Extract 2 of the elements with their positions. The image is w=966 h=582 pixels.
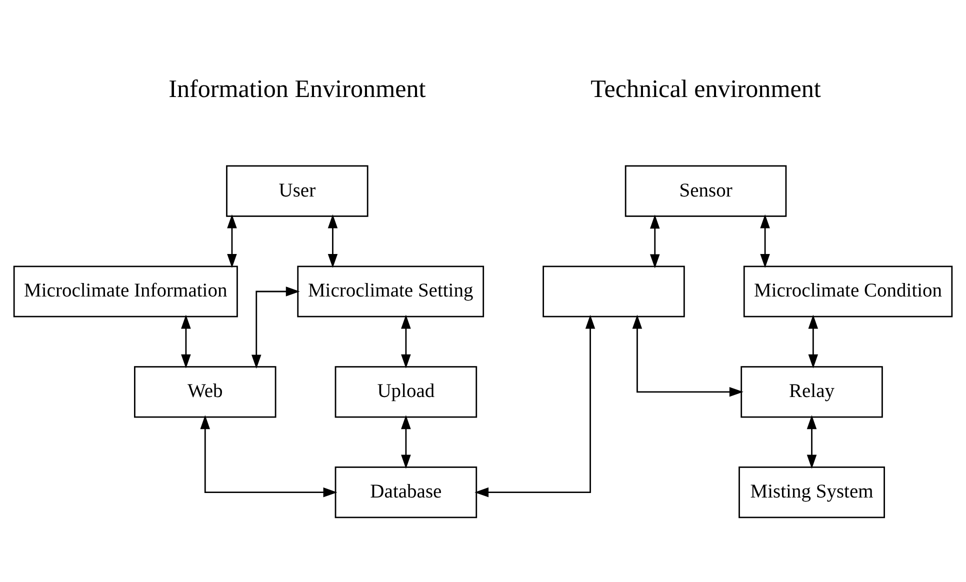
label: Technical environment xyxy=(590,75,821,102)
label: Information Environment xyxy=(168,75,426,102)
